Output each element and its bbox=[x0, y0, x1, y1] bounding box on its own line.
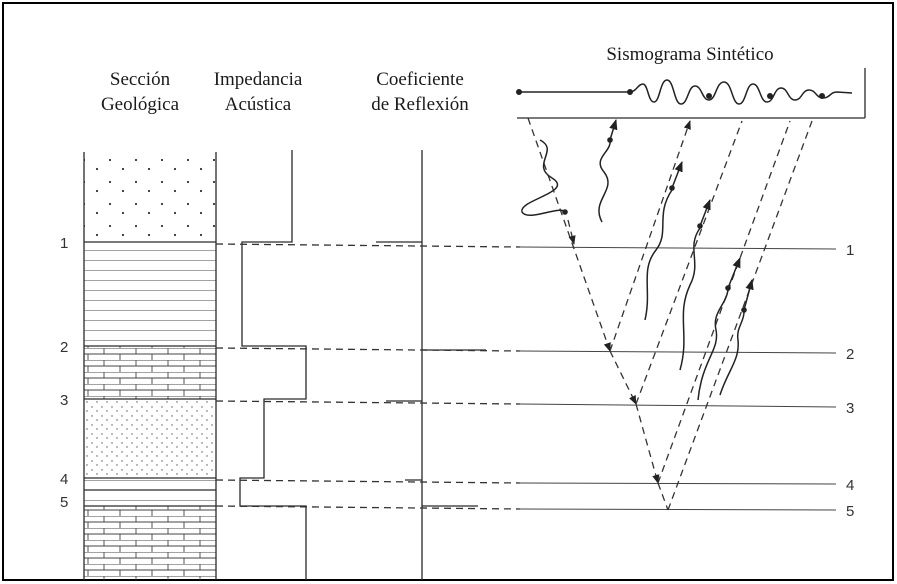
header-impedancia-line1: Impedancia bbox=[214, 69, 303, 90]
interface-label-right: 1 bbox=[846, 242, 854, 259]
wavelet-upgoing-4 bbox=[697, 289, 729, 401]
reflector-lines bbox=[519, 246, 837, 511]
correlation-lines bbox=[215, 243, 521, 510]
header-coeficiente-line2: de Reflexión bbox=[371, 94, 469, 115]
header-seccion-line1: Sección bbox=[110, 69, 171, 90]
interface-labels-left: 1 2 3 4 5 bbox=[60, 235, 68, 511]
header-seccion-line2: Geológica bbox=[101, 94, 180, 115]
interface-label-left: 4 bbox=[60, 471, 68, 488]
interface-label-left: 5 bbox=[60, 494, 68, 511]
layer-limestone-upper bbox=[84, 346, 216, 399]
acoustic-impedance-log bbox=[239, 150, 307, 580]
wavelets bbox=[521, 118, 754, 401]
interface-label-right: 5 bbox=[846, 503, 854, 520]
wavelet-upgoing-3 bbox=[679, 227, 701, 371]
interface-label-left: 2 bbox=[60, 339, 68, 356]
layer-sandstone-top bbox=[84, 152, 216, 242]
layer-shale bbox=[84, 242, 216, 346]
wavelet-upgoing-5 bbox=[719, 311, 745, 396]
header-impedancia-line2: Acústica bbox=[225, 94, 292, 115]
wavelet-upgoing-1 bbox=[598, 139, 611, 223]
layer-fine-sand bbox=[84, 399, 216, 478]
layer-thin-shale bbox=[84, 478, 216, 506]
header-coeficiente-line1: Coeficiente bbox=[376, 69, 464, 90]
geologic-column bbox=[83, 152, 217, 580]
wavelet-downgoing bbox=[521, 139, 566, 216]
interface-label-left: 1 bbox=[60, 235, 68, 252]
interface-label-right: 3 bbox=[846, 400, 854, 417]
interface-label-right: 4 bbox=[846, 477, 854, 494]
wavelet-upgoing-2 bbox=[644, 189, 673, 321]
seismogram-trace bbox=[519, 79, 853, 105]
layer-limestone-lower bbox=[84, 506, 216, 580]
header-sismograma: Sismograma Sintético bbox=[606, 44, 773, 65]
interface-labels-right: 1 2 3 4 5 bbox=[846, 242, 854, 520]
seismogram-box bbox=[516, 68, 866, 119]
interface-label-right: 2 bbox=[846, 346, 854, 363]
interface-label-left: 3 bbox=[60, 392, 68, 409]
